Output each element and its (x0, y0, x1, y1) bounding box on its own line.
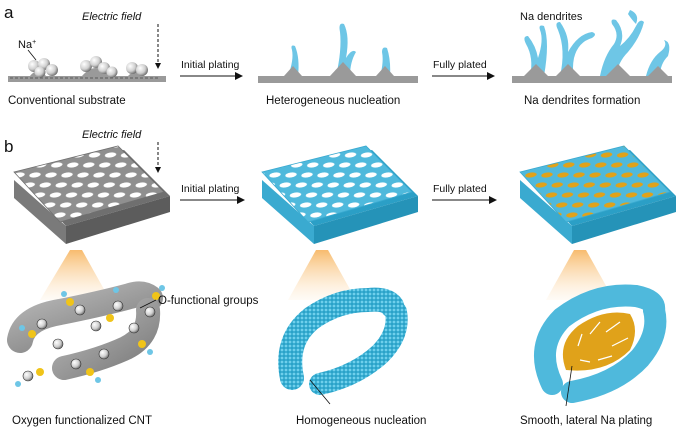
conventional-substrate-illustration (8, 56, 166, 82)
dendrite-label: Na dendrites (520, 11, 583, 23)
glow-beam-3 (546, 250, 614, 300)
glow-beam-2 (288, 250, 356, 300)
homogeneous-nucleation-illustration (278, 287, 408, 395)
sodium-ion-cluster (28, 56, 148, 78)
nucleation-pointer (309, 379, 331, 405)
arrow2-label-b: Fully plated (433, 183, 487, 195)
ion-label: Na+ (18, 39, 36, 51)
o-functional-groups-label: O-functional groups (158, 295, 259, 307)
cnt-mesh-gold (519, 145, 676, 244)
panel-b-letter: b (4, 137, 13, 156)
glow-beam-1 (40, 250, 110, 300)
heterogeneous-nucleation-illustration (258, 23, 418, 83)
field-label-b: Electric field (82, 129, 142, 141)
caption-dendrites-formation: Na dendrites formation (524, 95, 640, 107)
plating-pointer (565, 365, 573, 407)
panel-a-letter: a (4, 3, 14, 22)
ion-pointer (27, 49, 37, 61)
lateral-plating-illustration (534, 284, 667, 403)
cnt-mesh-gray (13, 145, 170, 244)
oxygen-group-markers (15, 285, 165, 387)
group-pointer (139, 299, 157, 309)
field-label-a: Electric field (82, 11, 142, 23)
caption-homogeneous-nucleation: Homogeneous nucleation (296, 415, 426, 427)
plating-direction-arrows (577, 321, 629, 363)
arrow1-label-b: Initial plating (181, 183, 240, 195)
functionalized-cnt-illustration (7, 281, 165, 387)
arrow2-label-a: Fully plated (433, 59, 487, 71)
caption-conventional-substrate: Conventional substrate (8, 95, 126, 107)
caption-oxygen-functionalized-cnt: Oxygen functionalized CNT (12, 415, 152, 427)
cnt-mesh-blue (261, 145, 418, 244)
arrow1-label-a: Initial plating (181, 59, 240, 71)
caption-lateral-na-plating: Smooth, lateral Na plating (520, 415, 652, 427)
na-ion-markers (22, 300, 156, 382)
dendrites-illustration (512, 10, 672, 83)
caption-heterogeneous-nucleation: Heterogeneous nucleation (266, 95, 400, 107)
